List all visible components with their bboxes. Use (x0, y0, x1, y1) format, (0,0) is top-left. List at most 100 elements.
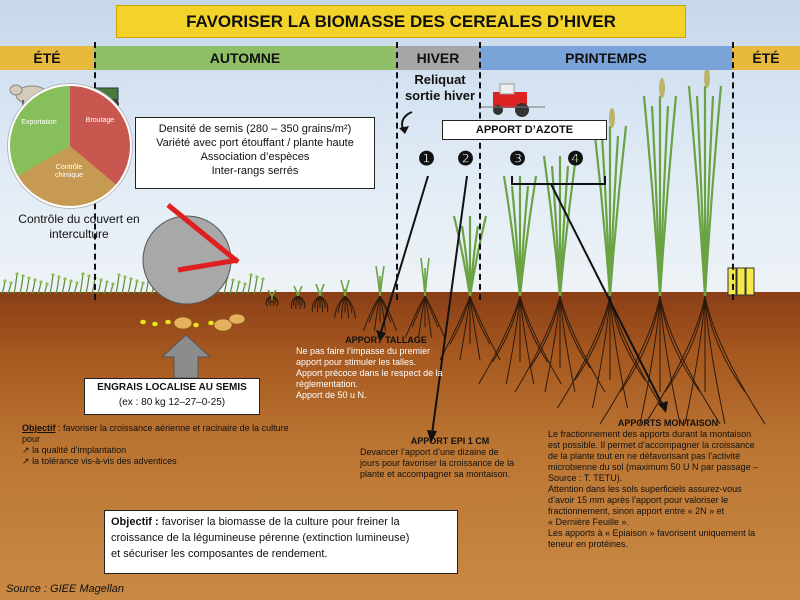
weed-leaf (249, 273, 253, 277)
root-strand (664, 295, 706, 393)
weed-stem (97, 279, 102, 295)
disc-arm (177, 257, 239, 273)
weed-leaf (99, 278, 103, 282)
weed-leaf (39, 280, 43, 284)
weed-stem (31, 279, 36, 295)
diagram-title: FAVORISER LA BIOMASSE DES CEREALES D’HIV… (116, 5, 686, 38)
fertilizer-up-arrow (160, 334, 212, 379)
annotation-arrows (376, 111, 668, 443)
number-3: ❸ (509, 149, 527, 170)
weed-leaf (69, 279, 73, 283)
root-strand (418, 295, 426, 338)
weed-stem (247, 274, 252, 295)
crop-leaf (608, 125, 628, 297)
season-ete-left: ÉTÉ (0, 46, 94, 70)
weed-leaf (45, 282, 49, 286)
root-strand (492, 295, 521, 363)
montaison-line: Attention dans les sols superficiels ass… (548, 484, 742, 494)
weed-leaf (111, 282, 115, 286)
weed-stem (127, 278, 132, 295)
root-strand (424, 295, 445, 338)
season-divider (732, 42, 734, 300)
root-strand (519, 295, 562, 385)
semis-line-rows: Inter-rangs serrés (211, 165, 299, 177)
fertilizer-granules (139, 319, 215, 328)
weed-stem (1, 280, 6, 295)
crop-leaf (468, 215, 488, 297)
weed-stem (73, 282, 78, 295)
seed-drill-disc (142, 215, 232, 305)
crop-leaf (658, 95, 678, 297)
season-automne: AUTOMNE (94, 46, 396, 70)
arrow-icon: ↗ (22, 445, 30, 455)
weed-leaf (51, 273, 55, 277)
objectif1-item: la tolérance vis-à-vis des adventices (32, 456, 177, 466)
crop-leaf (379, 265, 385, 297)
interculture-pie-chart (8, 84, 132, 208)
root-strand (559, 295, 576, 393)
weed-leaf (123, 275, 127, 279)
weed-stem (139, 282, 144, 295)
weed-leaf (15, 272, 19, 276)
root-strand (514, 295, 561, 393)
weed-stem (55, 276, 60, 295)
montaison-title: APPORTS MONTAISON (617, 418, 719, 428)
root-strand (411, 295, 426, 328)
root-strand (609, 295, 628, 409)
weed-stem (115, 274, 120, 295)
epi-block: APPORT EPI 1 CM Devancer l’apport d’une … (360, 436, 540, 480)
weed-stem (121, 276, 126, 295)
objectif1-label: Objectif (22, 423, 56, 433)
tallage-line: réglementation. (296, 379, 359, 389)
root-strand (644, 295, 706, 425)
root-strand (424, 295, 432, 338)
number-1: ❶ (418, 149, 436, 170)
crop-stems (267, 68, 723, 300)
interculture-label: Contrôle du couvert en interculture (18, 212, 140, 241)
montaison-line: « Dernière Feuille ». (548, 517, 630, 527)
weed-leaf (135, 279, 139, 283)
weed-leaf (87, 274, 91, 278)
weed-leaf (21, 274, 25, 278)
weed-leaf (255, 275, 259, 279)
objectif2-box: Objectif : favoriser la biomasse de la c… (104, 510, 458, 574)
season-divider (479, 42, 481, 300)
weed-leaf (57, 275, 61, 279)
weed-stem (253, 276, 258, 295)
root-strand (505, 295, 521, 385)
weed-leaf (63, 277, 67, 281)
crop-leaf (297, 285, 303, 297)
crop-leaf (271, 289, 277, 297)
weed-stem (25, 277, 30, 295)
root-strand (424, 295, 439, 328)
semis-line-association: Association d’espèces (200, 151, 310, 163)
semis-line-variety: Variété avec port étouffant / plante hau… (156, 137, 354, 149)
montaison-line: microbienne du sol (maximum 50 U N par p… (548, 462, 759, 472)
root-strand (592, 295, 611, 409)
epi-title: APPORT EPI 1 CM (410, 436, 490, 446)
weed-stem (79, 273, 84, 295)
crop-leaf (424, 257, 430, 297)
pie-label-broutage: Broutage (85, 117, 115, 124)
root-system (265, 295, 766, 425)
root-strand (319, 295, 329, 313)
crop-leaf (518, 175, 538, 297)
montaison-line: fractionnement, sinon apport entre « 2N … (548, 506, 725, 516)
epi-line: plante et accompagner sa montaison. (360, 469, 511, 479)
objectif2-line: croissance de la légumineuse pérenne (ex… (111, 532, 410, 544)
weed-leaf (3, 279, 7, 283)
weed-leaf (81, 272, 85, 276)
season-hiver: HIVER (396, 46, 480, 70)
weed-stem (61, 278, 66, 295)
weed-stem (259, 278, 264, 295)
weed-stem (235, 281, 240, 295)
root-strand (704, 295, 746, 393)
montaison-line: teneur en protéines. (548, 539, 629, 549)
root-strand (574, 295, 611, 381)
weed-stem (13, 273, 18, 295)
objectif1-text: : favoriser la croissance aérienne et ra… (22, 423, 289, 444)
season-divider (396, 42, 398, 300)
root-strand (659, 295, 721, 425)
montaison-line: Source : T. TETU). (548, 473, 623, 483)
pie-label-exportation: Exportation (21, 119, 57, 126)
